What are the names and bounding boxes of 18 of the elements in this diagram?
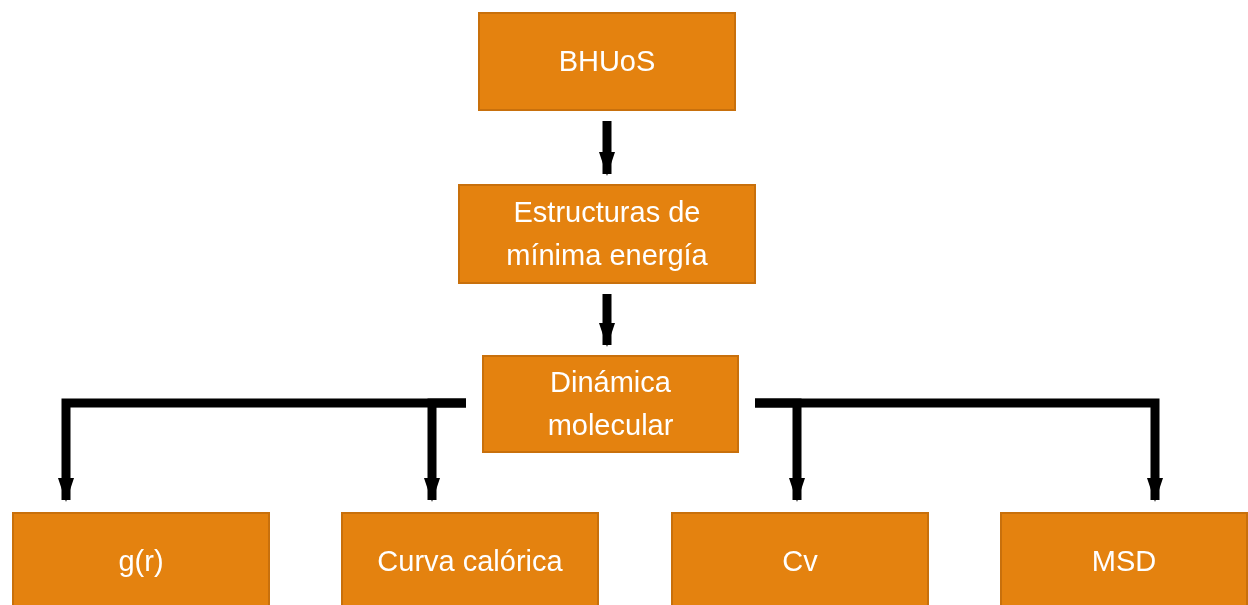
process-box <box>482 355 739 453</box>
process-box <box>671 512 929 605</box>
box-label: Dinámica molecular <box>546 364 675 443</box>
arrow <box>755 398 1163 502</box>
arrow <box>424 398 466 502</box>
process-box <box>12 512 270 605</box>
process-box <box>341 512 599 605</box>
process-box <box>458 184 756 284</box>
box-label: BHUoS <box>558 43 656 79</box>
box-label: g(r) <box>118 544 164 580</box>
box-label: MSD <box>1091 544 1157 580</box>
process-box <box>1000 512 1248 605</box>
arrow <box>599 294 615 347</box>
box-label: Curva calórica <box>377 544 563 580</box>
box-label: Estructuras de mínima energía <box>505 194 709 273</box>
arrow <box>599 121 615 176</box>
box-label: Cv <box>782 544 818 580</box>
process-box <box>478 12 736 111</box>
